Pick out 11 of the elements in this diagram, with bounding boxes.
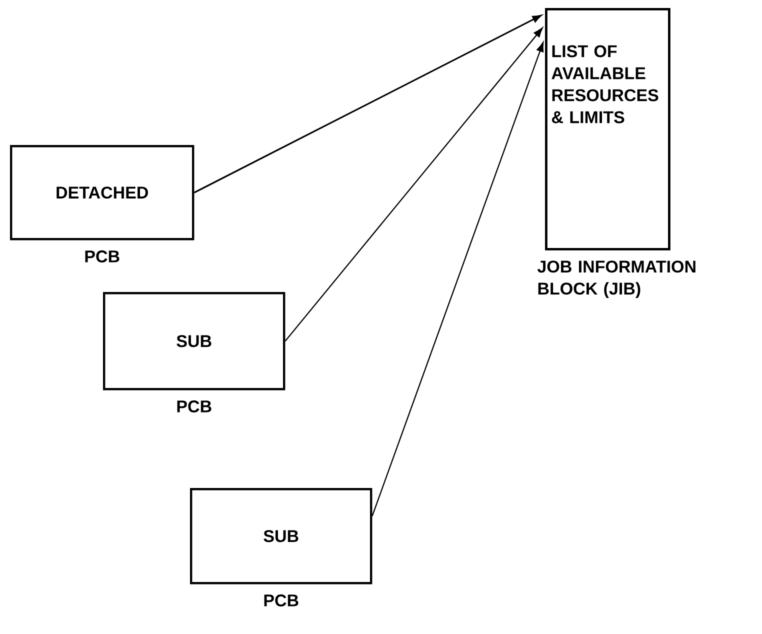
process-box: SUB [190, 488, 372, 584]
process-box: DETACHED [10, 145, 194, 240]
arrow [372, 42, 544, 516]
process-box: SUB [103, 292, 286, 390]
arrow [194, 14, 542, 194]
box-caption: PCB [264, 594, 298, 606]
box-caption: PCB [85, 250, 120, 262]
list-box: LIST OF AVAILABLE RESOURCES & LIMITS [545, 8, 670, 250]
box-caption: JOB INFORMATION BLOCK (JIB) [537, 260, 696, 298]
arrow [284, 28, 543, 342]
box-caption: PCB [177, 400, 212, 412]
